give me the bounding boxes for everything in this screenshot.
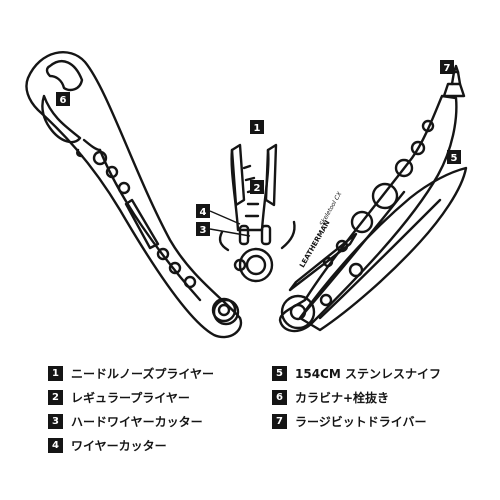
left-handle (25, 51, 243, 339)
legend-label: レギュラープライヤー (71, 390, 190, 405)
legend-item-6: 6 カラビナ+栓抜き (272, 388, 389, 406)
right-handle (278, 94, 458, 333)
legend-label: ニードルノーズプライヤー (71, 366, 215, 381)
legend-number: 1 (48, 365, 63, 381)
svg-text:5: 5 (451, 153, 458, 164)
callout-marker-7: 7 (440, 60, 454, 74)
svg-text:3: 3 (200, 225, 207, 236)
legend-number: 2 (48, 389, 63, 405)
legend-label: ラージビットドライバー (295, 414, 427, 429)
legend-number: 6 (272, 389, 287, 405)
callout-marker-1: 1 (250, 120, 264, 134)
legend-number: 3 (48, 413, 63, 429)
callout-marker-2: 2 (250, 180, 264, 194)
legend-label: 154CM ステンレスナイフ (295, 366, 441, 381)
svg-text:2: 2 (254, 183, 261, 194)
bit-driver (442, 64, 466, 98)
legend-label: ワイヤーカッター (71, 438, 167, 453)
legend-label: ハードワイヤーカッター (71, 414, 203, 429)
legend-item-5: 5 154CM ステンレスナイフ (272, 364, 441, 382)
legend-item-1: 1 ニードルノーズプライヤー (48, 364, 214, 382)
svg-text:1: 1 (254, 123, 261, 134)
legend-number: 4 (48, 437, 63, 453)
legend-item-2: 2 レギュラープライヤー (48, 388, 190, 406)
legend-item-4: 4 ワイヤーカッター (48, 436, 167, 454)
callout-marker-4: 4 (196, 204, 241, 225)
callout-marker-5: 5 (447, 150, 461, 164)
svg-text:7: 7 (444, 63, 451, 74)
legend-item-3: 3 ハードワイヤーカッター (48, 412, 203, 430)
knife-blade (298, 166, 468, 332)
legend-label: カラビナ+栓抜き (295, 390, 390, 405)
legend-number: 7 (272, 413, 287, 429)
legend-number: 5 (272, 365, 287, 381)
diagram-callouts: 1 2 4 3 5 6 7 (56, 60, 461, 237)
svg-text:6: 6 (60, 95, 67, 106)
svg-text:4: 4 (200, 207, 207, 218)
callout-marker-6: 6 (56, 92, 70, 106)
callout-marker-3: 3 (196, 222, 251, 237)
legend-item-7: 7 ラージビットドライバー (272, 412, 427, 430)
